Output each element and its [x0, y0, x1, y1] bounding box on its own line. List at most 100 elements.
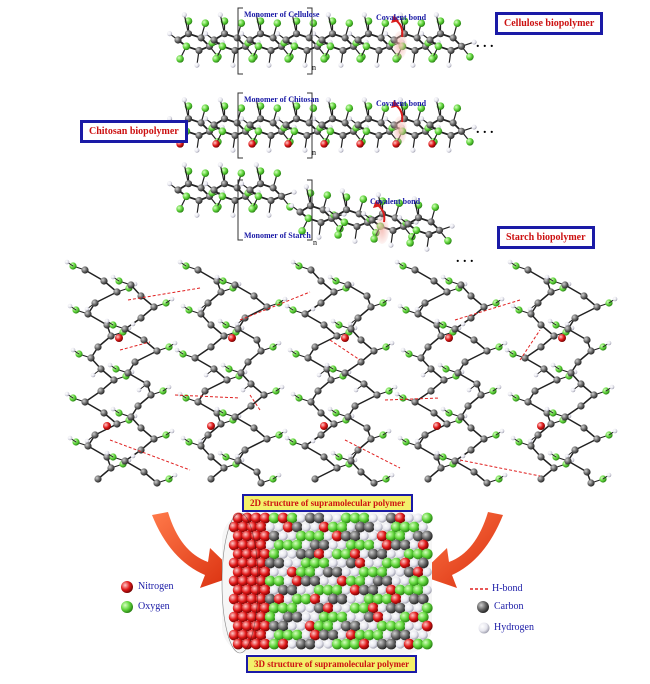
hydrogen-atom [240, 387, 246, 393]
hydrogen-atom [570, 387, 576, 393]
hydrogen-atom [316, 372, 322, 378]
hydrogen-atom [338, 62, 344, 68]
hydrogen-atom [310, 522, 320, 532]
carbon-atom [317, 218, 325, 227]
nitrogen-atom [232, 584, 244, 596]
nitrogen-atom [412, 566, 424, 578]
nitrogen-atom [241, 620, 253, 632]
oxygen-atom [331, 638, 343, 650]
hydrogen-atom [328, 558, 338, 568]
hydrogen-atom [377, 603, 387, 613]
nitrogen-atom [259, 512, 271, 524]
carbon-atom [264, 593, 276, 605]
oxygen-atom [286, 602, 298, 614]
carbon-atom [341, 369, 349, 377]
oxygen-atom [273, 629, 285, 641]
oxygen-atom [291, 539, 303, 551]
hydrogen-atom [389, 472, 395, 478]
oxygen-atom [434, 42, 443, 51]
carbon-atom [97, 387, 105, 395]
carbon-atom [543, 277, 551, 285]
carbon-atom [303, 46, 311, 55]
nitrogen-atom [241, 602, 253, 614]
carbon-atom [153, 347, 161, 355]
carbon-atom [347, 457, 355, 465]
oxygen-atom [381, 104, 390, 112]
carbon-atom [303, 131, 311, 140]
carbon-atom [363, 292, 371, 300]
hydrogen-atom [400, 576, 410, 586]
hydrogen-atom [409, 540, 419, 550]
hydrogen-atom [550, 362, 556, 368]
bond [347, 284, 368, 297]
hydrogen-atom [287, 549, 297, 559]
carbon-atom [267, 196, 275, 205]
carbon-atom [417, 593, 429, 605]
hydrogen-atom [283, 576, 293, 586]
carbon-atom [345, 557, 357, 569]
carbon-atom [385, 512, 397, 524]
carbon-atom [457, 127, 466, 135]
oxygen-atom [395, 199, 404, 207]
carbon-atom [333, 464, 341, 472]
bond [84, 401, 105, 414]
nitrogen-atom [259, 602, 271, 614]
carbon-atom [311, 343, 319, 351]
oxygen-atom [273, 575, 285, 587]
oxygen-atom [408, 575, 420, 587]
oxygen-atom [273, 104, 282, 112]
carbon-atom [282, 611, 294, 623]
bond [414, 401, 435, 414]
nitrogen-atom [358, 638, 370, 650]
hydrogen-atom [330, 450, 336, 456]
carbon-atom [564, 457, 572, 465]
hydrogen-atom [606, 340, 612, 346]
carbon-atom [237, 369, 245, 377]
hydrogen-atom [386, 567, 396, 577]
hydrogen-atom [337, 630, 347, 640]
carbon-atom [370, 347, 378, 355]
carbon-atom [524, 398, 532, 406]
hydrogen-atom [180, 435, 186, 441]
nitrogen-atom [394, 512, 406, 524]
nitrogen-atom [228, 629, 240, 641]
hydrogen-atom [220, 362, 226, 368]
carbon-atom [574, 358, 582, 366]
hydrogen-atom [104, 450, 110, 456]
hydrogen-atom [314, 567, 324, 577]
nitrogen-atom [241, 566, 253, 578]
hydrogen-atom [327, 274, 333, 280]
hydrogen-atom [460, 321, 466, 327]
hydrogen-atom [269, 585, 279, 595]
hydrogen-atom [478, 622, 490, 634]
hydrogen-atom [397, 435, 403, 441]
hydrogen-atom [217, 450, 223, 456]
carbon-atom [107, 332, 115, 340]
oxygen-atom [268, 548, 280, 560]
carbon-atom [467, 424, 475, 432]
carbon-atom [540, 365, 548, 373]
carbon-atom [292, 30, 301, 38]
carbon-atom [100, 409, 108, 417]
bond [564, 284, 585, 297]
hydrogen-atom [274, 612, 284, 622]
nitrogen-atom [259, 584, 271, 596]
carbon-atom [470, 468, 478, 476]
bracket-left [237, 92, 243, 159]
hydrogen-atom [337, 540, 347, 550]
hydrogen-atom [386, 428, 392, 434]
hydrogen-atom [278, 549, 288, 559]
hydrogen-atom [414, 438, 420, 444]
hydrogen-atom [289, 203, 295, 209]
carbon-atom [231, 196, 239, 205]
bond [304, 445, 325, 458]
carbon-atom [332, 212, 340, 220]
carbon-atom [246, 121, 254, 129]
hydrogen-atom [310, 438, 316, 444]
oxygen-atom [385, 530, 397, 542]
carbon-atom [436, 115, 445, 123]
nitrogen-atom [237, 593, 249, 605]
hydrogen-atom [368, 639, 378, 649]
carbon-atom [301, 310, 309, 318]
hydrogen-atom [547, 318, 553, 324]
